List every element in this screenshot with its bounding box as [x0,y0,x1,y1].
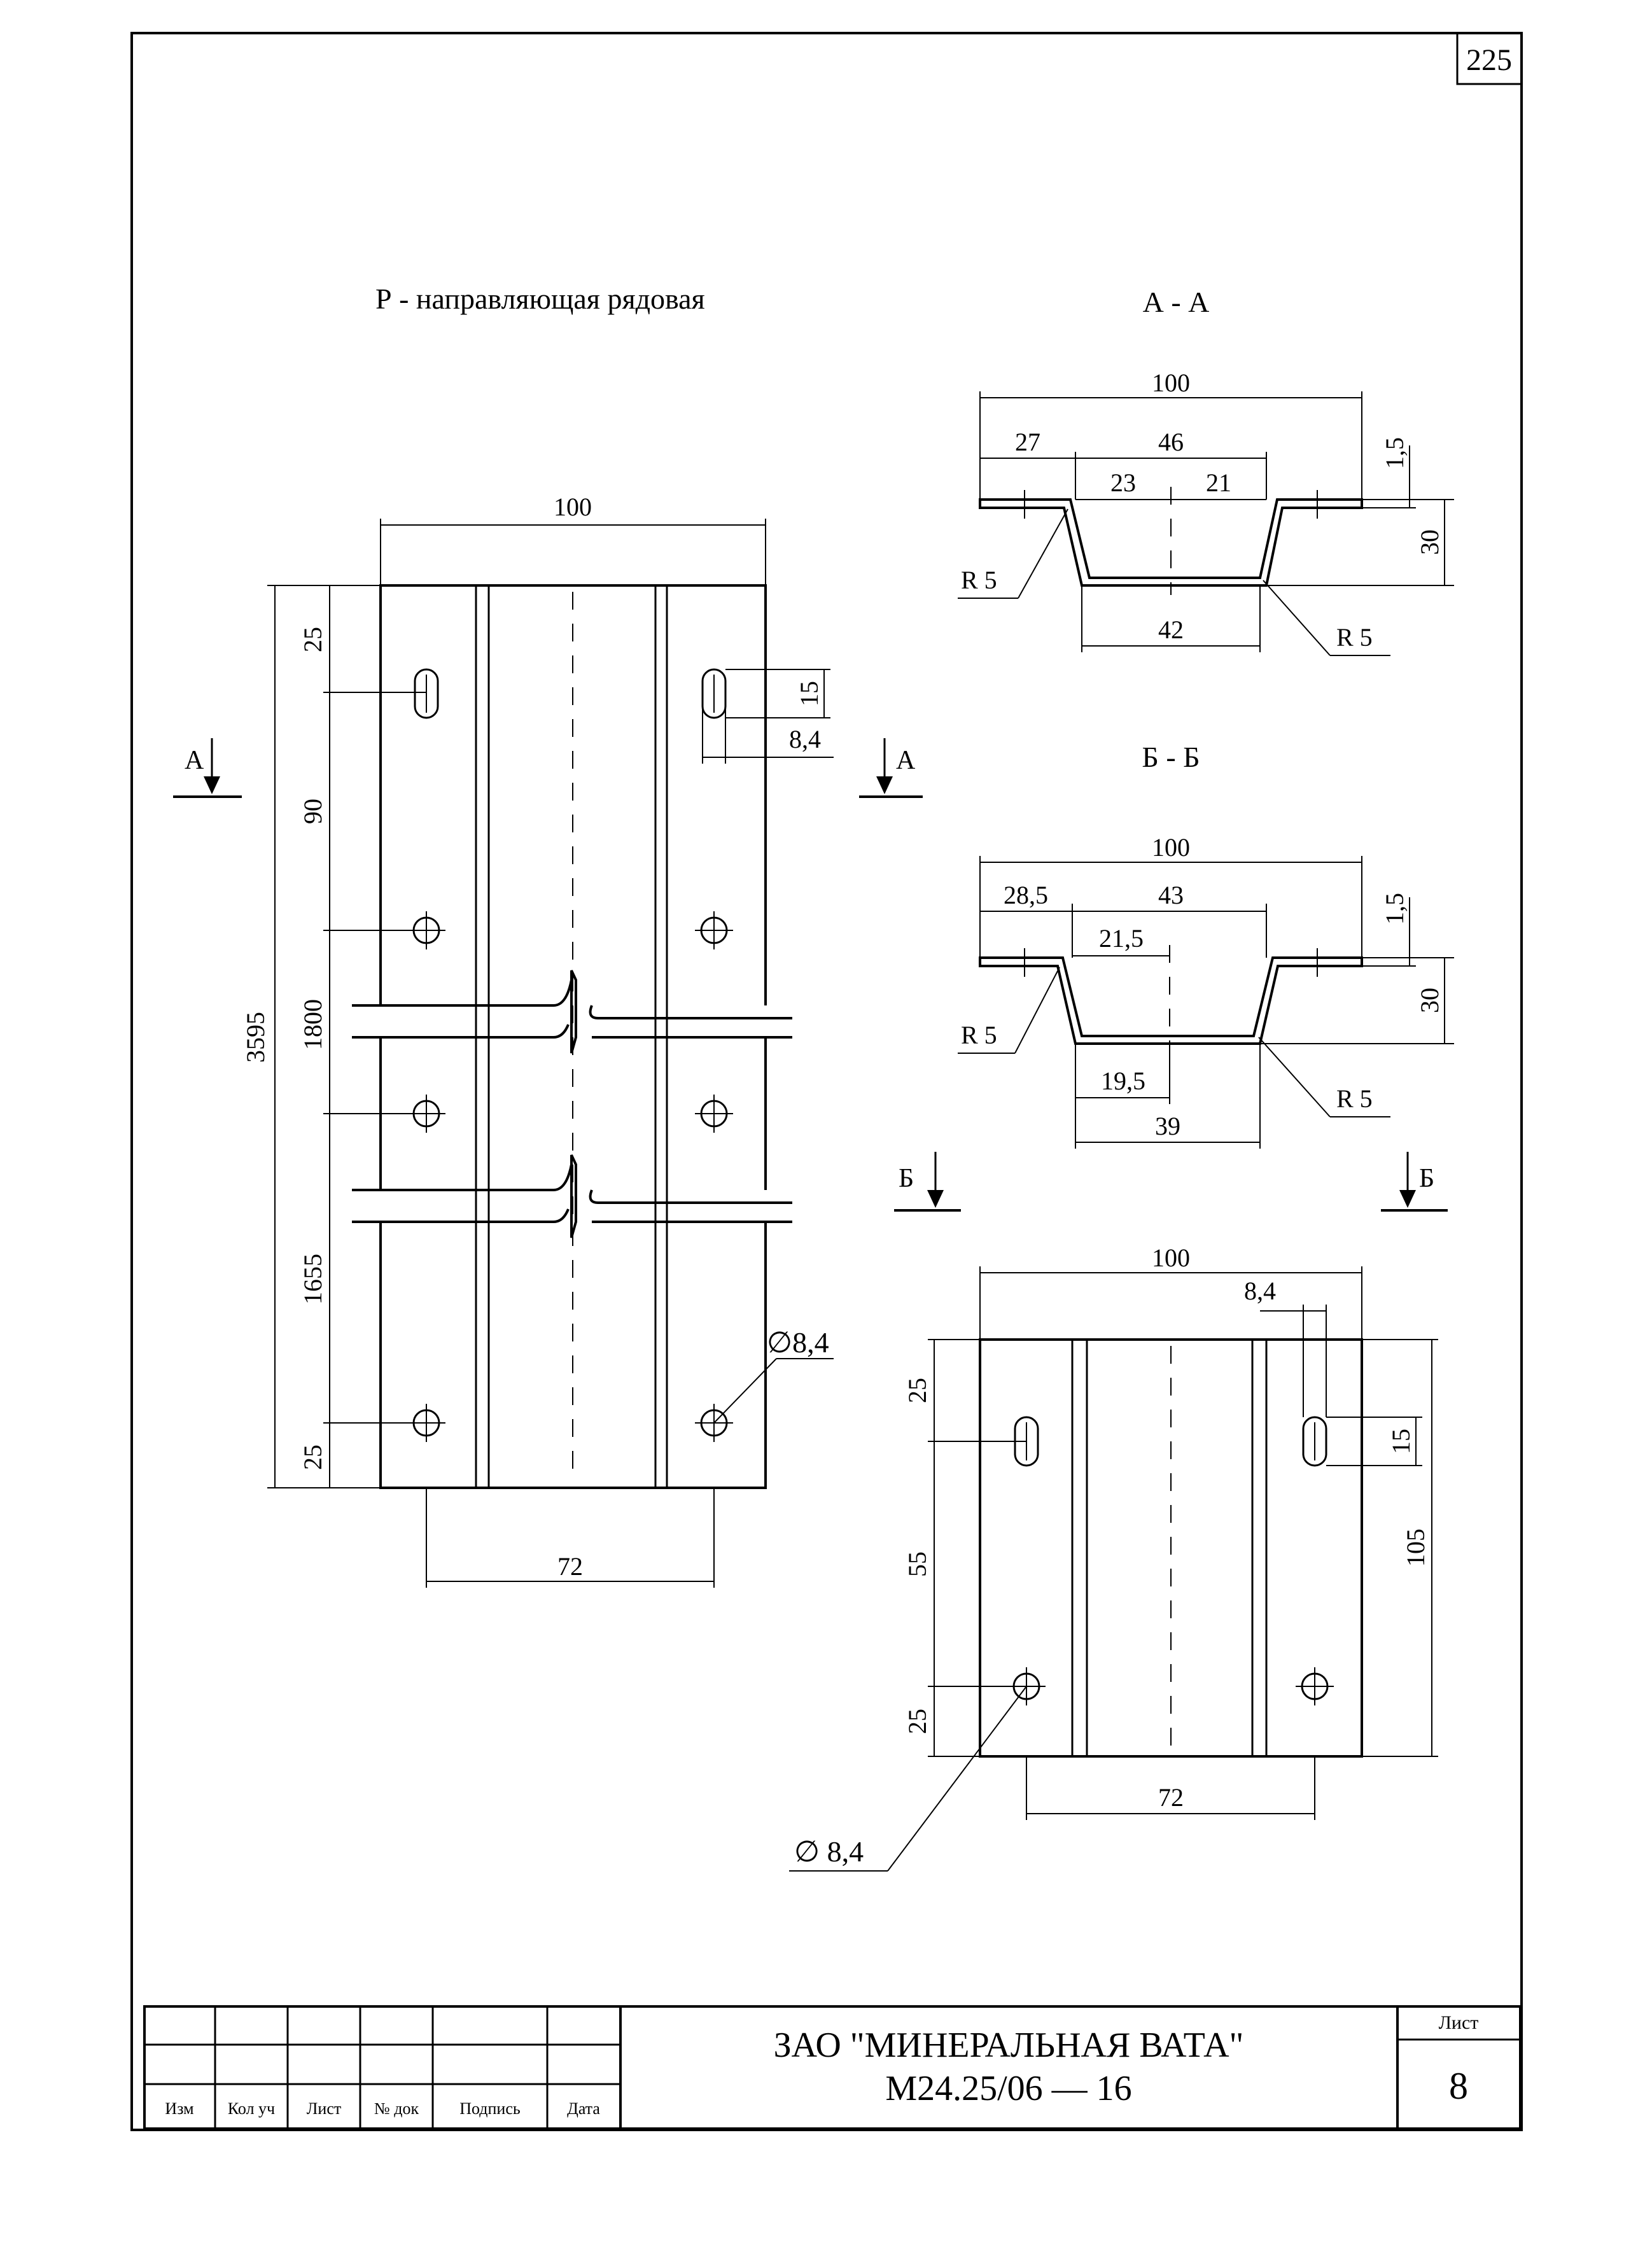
section-bb-left-flange: 28,5 [1004,881,1048,909]
section-aa-title: А - А [1143,286,1210,318]
dim-total-3595: 3595 [241,1012,270,1063]
small-view-seg-bottom: 25 [903,1709,932,1734]
section-bb-half-top: 21,5 [1099,924,1144,953]
section-bb-depth: 30 [1415,988,1444,1013]
document-code: М24.25/06 — 16 [885,2069,1131,2108]
small-view-seg-mid: 55 [903,1551,932,1577]
dim-hole-diameter: ∅8,4 [713,1326,834,1424]
page-number: 225 [1466,43,1512,77]
section-bb: Б - Б 100 28,5 43 21,5 1,5 30 19,5 39 [894,741,1454,1212]
small-view-seg-top: 25 [903,1378,932,1403]
section-aa-width: 100 [1152,368,1190,397]
section-aa-profile [979,498,1363,587]
section-aa-channel-top: 46 [1158,428,1184,456]
section-aa-half-right: 21 [1206,468,1231,497]
stamp-header-izm: Изм [165,2099,193,2118]
dim-slot-length-label: 15 [795,681,823,706]
dim-seg-25-bottom: 25 [298,1445,327,1470]
dim-hole-diameter-label: ∅8,4 [767,1326,829,1359]
sheet-frame: 225 [130,32,1523,2131]
dim-seg-1655: 1655 [298,1254,327,1305]
section-bb-profile [979,956,1363,1045]
section-aa-half-left: 23 [1110,468,1136,497]
dim-vertical-chain: 3595 25 90 1800 1655 25 [241,585,426,1488]
mounting-holes [407,911,733,1442]
dim-seg-90: 90 [298,799,327,824]
small-view-width: 100 [1152,1243,1190,1272]
slot-left [414,668,439,719]
main-view: Р - направляющая рядовая [173,283,923,1588]
section-aa: А - А 100 27 46 23 21 1,5 30 42 R 5 [958,286,1454,656]
rail-outline [352,584,792,1489]
small-view-slot-length: 15 [1387,1429,1415,1454]
section-a-right-label: А [896,746,916,775]
small-slot-right [1302,1416,1327,1467]
section-aa-radius-left: R 5 [961,566,997,594]
dim-hole-spacing-label: 72 [557,1552,583,1581]
stamp-header-kol-uch: Кол уч [228,2099,275,2118]
small-view: 100 8,4 15 105 25 55 25 72 ∅ 8,4 [789,1243,1438,1872]
sheet-number: 8 [1449,2065,1468,2107]
dim-width-100-label: 100 [554,493,592,521]
dim-slot-width-label: 8,4 [789,725,821,753]
section-bb-thickness: 1,5 [1380,893,1409,925]
section-aa-radius-right: R 5 [1336,623,1373,652]
small-view-outline [979,1338,1363,1758]
dim-slot: 15 8,4 [702,669,834,764]
section-aa-left-flange: 27 [1015,428,1040,456]
section-bb-radius-right: R 5 [1336,1084,1373,1113]
section-bb-channel-top: 43 [1158,881,1184,909]
section-bb-title: Б - Б [1142,741,1200,773]
stamp-header-list: Лист [307,2099,341,2118]
section-bb-half-bottom: 19,5 [1101,1067,1145,1095]
title-block: Изм Кол уч Лист № док Подпись Дата ЗАО "… [143,2005,1522,2130]
section-bb-width: 100 [1152,833,1190,862]
stamp-header-date: Дата [567,2099,600,2118]
section-bb-bottom: 39 [1155,1112,1180,1140]
stamp-header-signature: Подпись [459,2099,521,2118]
dim-seg-1800: 1800 [298,999,327,1050]
section-bb-radius-left: R 5 [961,1021,997,1049]
dim-width-100: 100 [380,493,766,585]
sheet-label: Лист [1439,2012,1479,2033]
small-view-hole-spacing: 72 [1158,1783,1184,1812]
main-view-title: Р - направляющая рядовая [375,283,705,315]
top-slots [414,668,727,719]
section-b-left-label: Б [899,1164,914,1193]
dim-hole-spacing: 72 [426,1488,715,1588]
small-view-hole-diameter: ∅ 8,4 [794,1835,864,1868]
company-name: ЗАО "МИНЕРАЛЬНАЯ ВАТА" [774,2026,1244,2065]
section-aa-bottom: 42 [1158,615,1184,644]
small-view-slot-width: 8,4 [1244,1277,1276,1305]
section-marker-a: А А [173,738,923,798]
small-view-total-length: 105 [1401,1529,1430,1567]
dim-seg-25-top: 25 [298,627,327,652]
stamp-header-doc: № док [374,2099,419,2118]
section-b-right-label: Б [1419,1164,1434,1193]
section-aa-depth: 30 [1415,529,1444,555]
section-aa-thickness: 1,5 [1380,437,1409,469]
section-a-left-label: А [185,746,204,775]
